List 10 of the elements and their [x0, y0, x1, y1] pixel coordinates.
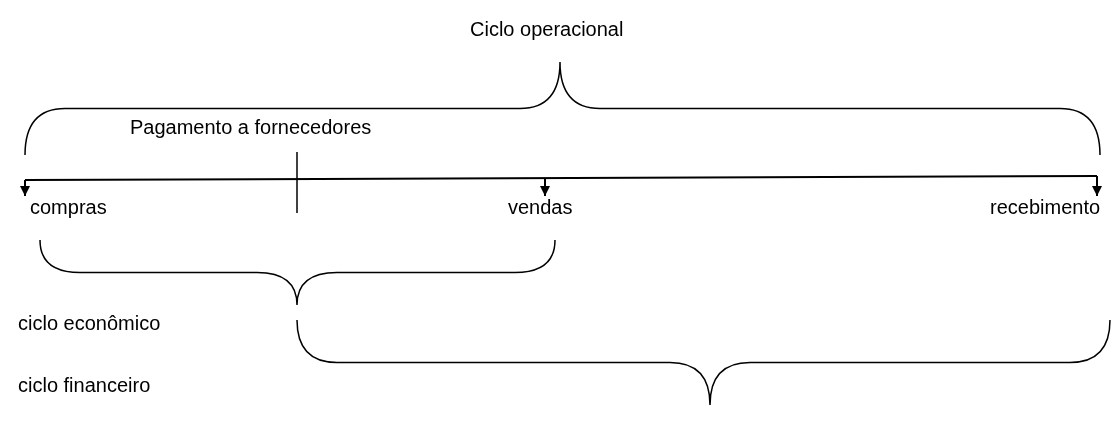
cycle-label: ciclo financeiro — [18, 374, 151, 396]
timeline-event-label: vendas — [508, 196, 573, 218]
arrow — [1092, 175, 1102, 197]
cycle-label: Ciclo operacional — [470, 18, 624, 40]
cycle-label: ciclo econômico — [18, 312, 161, 334]
arrow — [20, 179, 30, 197]
cycle-label: Pagamento a fornecedores — [130, 116, 372, 138]
timeline-event-label: compras — [30, 196, 107, 218]
timeline-event-label: recebimento — [990, 196, 1101, 218]
arrow — [540, 177, 550, 197]
